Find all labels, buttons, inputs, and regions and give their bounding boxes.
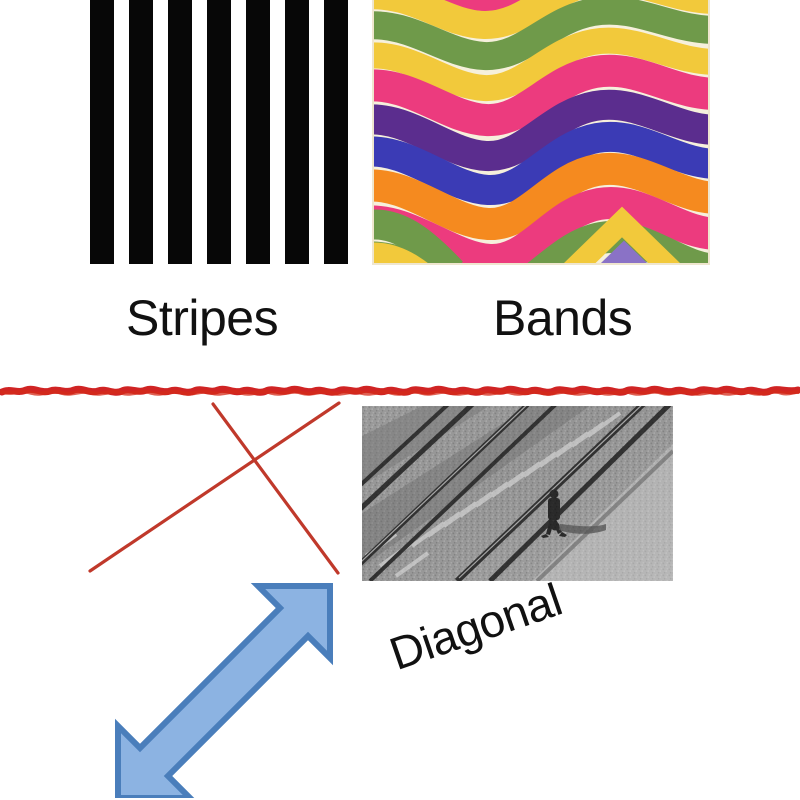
caption-stripes: Stripes xyxy=(126,290,279,346)
railway-tracks-photo xyxy=(362,406,673,581)
caption-diagonal: Diagonal xyxy=(383,573,568,680)
red-cross-svg xyxy=(88,401,341,575)
stripes-pattern-image xyxy=(85,0,358,264)
red-divider-line xyxy=(0,380,800,402)
diagonal-double-arrow xyxy=(112,580,347,798)
bands-artwork-svg xyxy=(372,0,710,265)
railway-photo-svg xyxy=(362,406,673,581)
bands-painting-image xyxy=(372,0,710,265)
diagonal-arrow-svg xyxy=(115,583,333,798)
red-divider-svg xyxy=(0,385,800,396)
red-cross-mark xyxy=(80,395,355,585)
caption-bands: Bands xyxy=(493,290,633,346)
